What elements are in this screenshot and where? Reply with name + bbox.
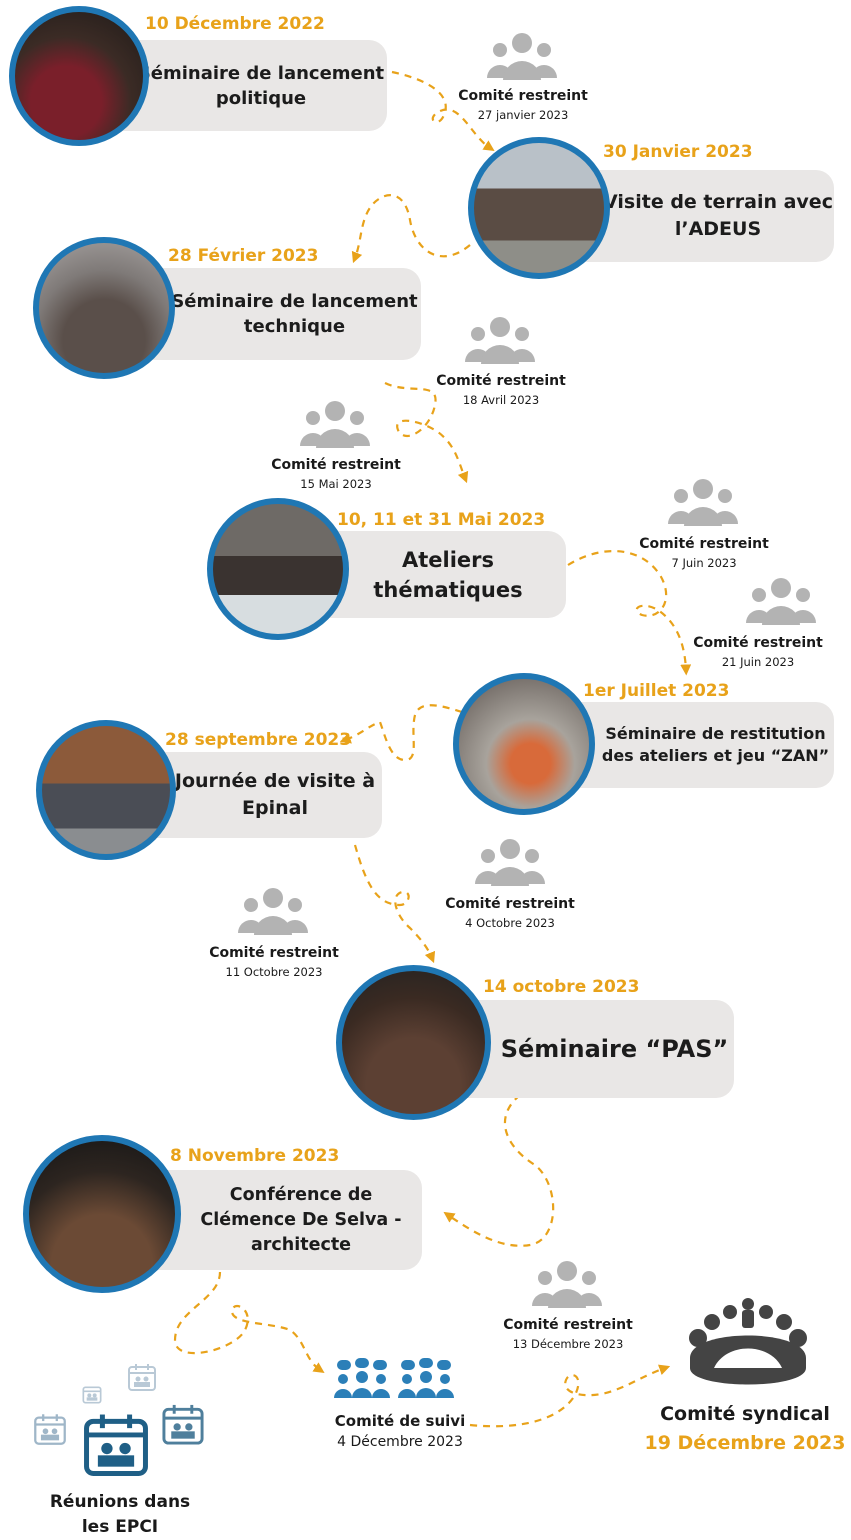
event-title: Ateliers thématiques <box>373 547 523 602</box>
event-date-8: 8 Novembre 2023 <box>170 1146 340 1166</box>
comite-title: Comité restreint <box>693 635 823 651</box>
event-photo-2 <box>468 137 610 279</box>
people-group-icon <box>238 888 308 935</box>
event-date-5: 1er Juillet 2023 <box>583 681 730 701</box>
comite-title: Comité restreint <box>458 88 588 104</box>
event-photo-4 <box>207 498 349 640</box>
people-group-icon <box>465 317 535 364</box>
people-group-icon <box>532 1261 602 1308</box>
assembly-table-icon <box>689 1298 807 1385</box>
calendar-meeting-icon <box>162 1404 204 1445</box>
comite-date: 21 Juin 2023 <box>721 655 795 669</box>
event-title: Conférence de Clémence De Selva - archit… <box>200 1184 402 1255</box>
event-title: Visite de terrain avec l’ADEUS <box>603 191 833 240</box>
syndical-title: Comité syndical <box>660 1403 830 1425</box>
comite-date: 15 Mai 2023 <box>300 477 372 491</box>
comite-title: Comité restreint <box>436 373 566 389</box>
comite-title: Comité restreint <box>503 1317 633 1333</box>
comite-date: 11 Octobre 2023 <box>225 965 323 979</box>
connector-9 <box>469 1364 671 1428</box>
calendar-meeting-icon <box>84 1414 148 1476</box>
connector-3 <box>384 382 469 484</box>
connector-5 <box>339 704 463 762</box>
event-date-2: 30 Janvier 2023 <box>603 142 753 162</box>
calendar-meeting-icon <box>34 1414 66 1445</box>
suivi-date: 4 Décembre 2023 <box>337 1434 463 1450</box>
people-group-icon <box>475 839 545 886</box>
event-card-5: Séminaire de restitution des ateliers et… <box>545 702 834 788</box>
syndical-date: 19 Décembre 2023 <box>644 1432 846 1454</box>
event-date-6: 28 septembre 2023 <box>165 730 352 750</box>
comite-date: 4 Octobre 2023 <box>465 916 555 930</box>
people-group-icon <box>487 33 557 80</box>
connector-4 <box>567 549 692 676</box>
connector-7 <box>443 1094 555 1247</box>
event-date-7: 14 octobre 2023 <box>483 977 640 997</box>
event-photo-8 <box>23 1135 181 1293</box>
comite-title: Comité restreint <box>271 457 401 473</box>
people-group-icon <box>300 401 370 448</box>
comite-date: 7 Juin 2023 <box>671 556 737 570</box>
event-title: Séminaire “PAS” <box>500 1035 729 1063</box>
event-photo-5 <box>453 673 595 815</box>
event-photo-3 <box>33 237 175 379</box>
event-date-4: 10, 11 et 31 Mai 2023 <box>337 510 546 530</box>
comite-title: Comité restreint <box>445 896 575 912</box>
people-group-icon <box>668 479 738 526</box>
comite-date: 18 Avril 2023 <box>462 393 540 407</box>
comite-title: Comité restreint <box>639 536 769 552</box>
event-photo-1 <box>9 6 149 146</box>
calendar-meeting-icon <box>82 1386 102 1404</box>
connector-1 <box>391 70 495 152</box>
event-date-3: 28 Février 2023 <box>168 246 319 266</box>
people-group-icon <box>746 578 816 625</box>
suivi-title: Comité de suivi <box>334 1412 466 1430</box>
epci-title: Réunions dans les EPCI <box>49 1492 191 1537</box>
event-title: Journée de visite à Epinal <box>174 770 376 819</box>
discussion-group-icon <box>334 1358 454 1398</box>
calendar-meeting-icon <box>128 1364 156 1391</box>
event-photo-6 <box>36 720 176 860</box>
connector-8 <box>173 1271 325 1374</box>
event-title: Séminaire de restitution des ateliers et… <box>601 724 830 765</box>
connector-2 <box>351 194 471 264</box>
event-photo-7 <box>336 965 491 1120</box>
comite-date: 13 Décembre 2023 <box>512 1337 624 1351</box>
event-title: Séminaire de lancement politique <box>137 62 385 109</box>
connector-6 <box>353 844 436 964</box>
comite-title: Comité restreint <box>209 945 339 961</box>
comite-date: 27 janvier 2023 <box>477 108 569 122</box>
event-date-1: 10 Décembre 2022 <box>145 14 325 34</box>
event-title: Séminaire de lancement technique <box>171 291 418 337</box>
